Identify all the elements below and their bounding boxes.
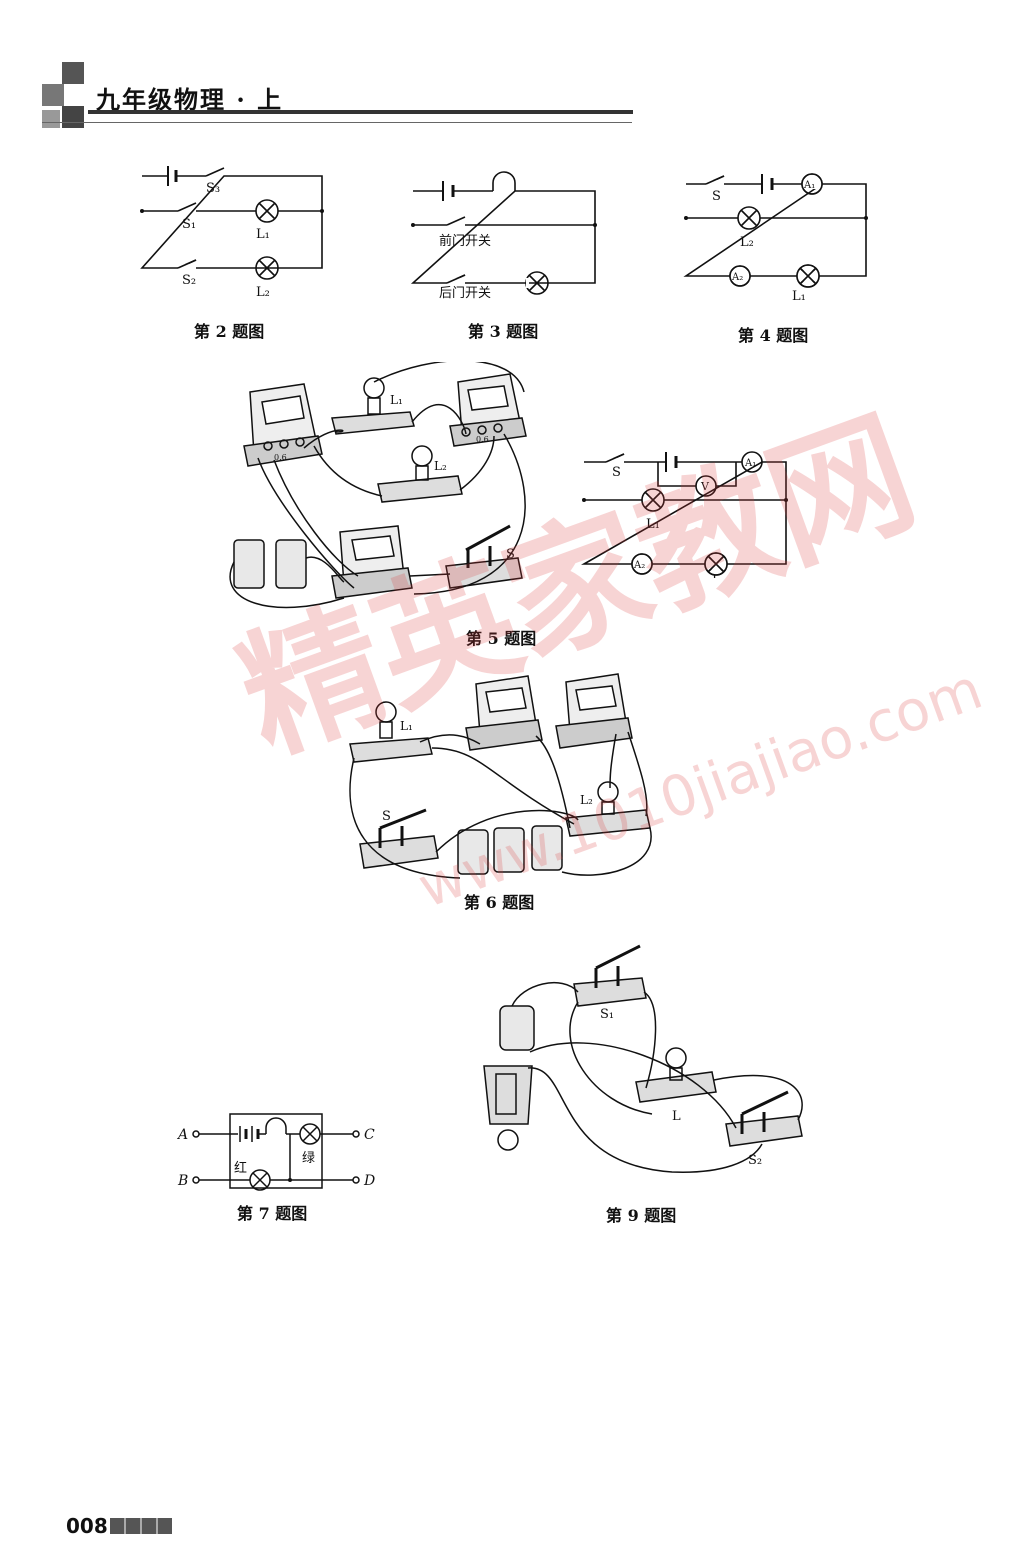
caption-fig9: 第 9 题图 bbox=[606, 1206, 677, 1225]
caption-fig5: 第 5 题图 bbox=[466, 629, 537, 648]
label-l: L bbox=[672, 1109, 681, 1124]
label-s2: S₂ bbox=[748, 1153, 762, 1168]
label-a1: A₁ bbox=[803, 180, 815, 191]
label-back-switch: 后门开关 bbox=[439, 286, 491, 301]
footer-ornament bbox=[110, 1518, 172, 1534]
label-s: S bbox=[506, 547, 515, 562]
label-s: S bbox=[712, 189, 721, 204]
label-l2: L₂ bbox=[434, 459, 447, 473]
figure-4-circuit: S A₁ L₂ A₂ L₁ bbox=[683, 173, 868, 304]
caption-fig6: 第 6 题图 bbox=[464, 893, 535, 912]
label-l2: L₂ bbox=[256, 285, 270, 300]
label-l2: L₂ bbox=[740, 235, 754, 250]
page-header-title: 九年级物理 · 上 bbox=[96, 85, 284, 114]
header-rule-thin bbox=[42, 122, 632, 123]
label-a1: A₁ bbox=[744, 458, 756, 469]
label-green: 绿 bbox=[302, 1151, 315, 1166]
page-number: 008 bbox=[66, 1514, 108, 1538]
figure-3-circuit: 前门开关 后门开关 bbox=[410, 171, 597, 301]
label-a2: A₂ bbox=[731, 272, 743, 283]
label-s3: S₃ bbox=[206, 181, 220, 196]
label-l1: L₁ bbox=[256, 227, 270, 242]
label-c: C bbox=[364, 1127, 375, 1143]
label-s1: S₁ bbox=[182, 217, 196, 232]
label-l2: L₂ bbox=[580, 793, 593, 807]
label-l1: L₁ bbox=[390, 393, 403, 407]
caption-fig4: 第 4 题图 bbox=[738, 326, 809, 345]
label-s: S bbox=[612, 465, 621, 480]
caption-fig2: 第 2 题图 bbox=[194, 322, 265, 341]
label-s: S bbox=[382, 809, 391, 824]
caption-fig7: 第 7 题图 bbox=[237, 1204, 308, 1223]
label-front-switch: 前门开关 bbox=[439, 233, 491, 249]
label-l1: L₁ bbox=[646, 517, 660, 532]
label-v: V bbox=[700, 480, 710, 493]
figure-5-schematic: S V A₁ L₁ A₂ L₂ bbox=[580, 451, 788, 578]
label-s1: S₁ bbox=[600, 1007, 614, 1022]
label-a: A bbox=[176, 1127, 188, 1143]
label-s2: S₂ bbox=[182, 273, 196, 288]
label-l2: L₂ bbox=[712, 573, 726, 578]
label-b: B bbox=[177, 1173, 188, 1189]
figure-2-circuit: S₃ S₁ L₁ S₂ L₂ bbox=[140, 166, 324, 300]
label-a2: A₂ bbox=[633, 560, 645, 571]
label-d: D bbox=[363, 1173, 375, 1189]
header-rule bbox=[88, 110, 633, 114]
figure-5-wiring: L₁ L₂ S 0.6 0.6 bbox=[229, 362, 527, 609]
caption-fig3: 第 3 题图 bbox=[468, 322, 539, 341]
figure-7-circuit: A B C D 红 绿 bbox=[176, 1113, 375, 1191]
figure-6-wiring: L₁ L₂ S bbox=[349, 673, 652, 879]
meter-range-left: 0.6 bbox=[274, 453, 287, 462]
meter-range-right: 0.6 bbox=[476, 435, 489, 444]
label-l1: L₁ bbox=[792, 289, 806, 304]
figure-9-wiring: S₁ L S₂ bbox=[483, 944, 803, 1173]
label-red: 红 bbox=[234, 1160, 247, 1176]
label-l1: L₁ bbox=[400, 719, 413, 733]
